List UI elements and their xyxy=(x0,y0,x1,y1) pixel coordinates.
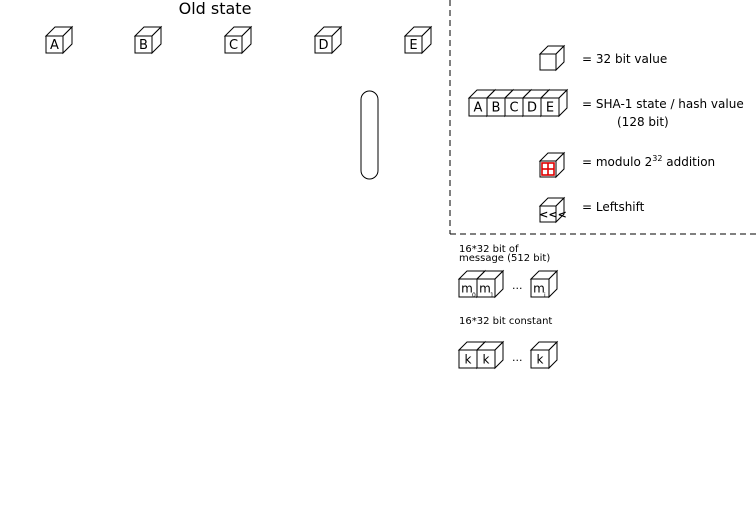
message-box-1-front xyxy=(476,278,496,298)
constant-box-2-front xyxy=(530,349,550,369)
legend-add-label: = modulo 232 addition xyxy=(582,154,715,169)
leftshift-icon: <<< xyxy=(538,196,567,224)
leftshift-cube: <<< xyxy=(538,196,567,224)
legend-state-box-e-front xyxy=(540,97,560,117)
legend-add-label-sup: 32 xyxy=(652,154,662,163)
message-box-0-letter: m xyxy=(461,281,473,295)
constant-ellipsis: ... xyxy=(512,351,523,364)
legend-state-label: = SHA-1 state / hash value xyxy=(582,97,744,111)
state-box-d-front xyxy=(314,35,333,54)
constant-box-2-letter: k xyxy=(537,352,544,366)
legend-shift-label: = Leftshift xyxy=(582,200,645,214)
constant-box-0-letter: k xyxy=(465,352,472,366)
state-box-c-letter: C xyxy=(229,38,238,53)
operation-pill xyxy=(360,90,379,180)
legend-state-box-e-letter: E xyxy=(546,101,554,116)
state-box-a-front xyxy=(45,35,64,54)
constant-label: 16*32 bit constant xyxy=(459,316,552,327)
legend-state-box-c-letter: C xyxy=(509,101,518,116)
message-box-1-letter: m xyxy=(479,281,491,295)
legend-add-label-post: addition xyxy=(662,155,715,169)
constant-box-2: k xyxy=(529,340,559,370)
state-box-a-letter: A xyxy=(50,38,59,53)
constant-box-1-letter: k xyxy=(483,352,490,366)
legend-state-box-b-letter: B xyxy=(492,101,501,116)
message-ellipsis: ... xyxy=(512,279,523,292)
message-box-2-front xyxy=(530,278,550,298)
message-box-1: m1 xyxy=(475,269,505,299)
message-box-sub-0: 0 xyxy=(472,292,476,299)
legend-state-box-e: E xyxy=(539,88,569,118)
old-state-boxes: A B C D E xyxy=(44,25,433,55)
state-box-b: B xyxy=(133,25,163,55)
old-state-title: Old state xyxy=(179,0,252,18)
state-box-a: A xyxy=(44,25,74,55)
constant-box-1: k xyxy=(475,340,505,370)
legend-value-cube xyxy=(538,44,566,72)
legend-state-sublabel: (128 bit) xyxy=(617,115,669,129)
addition-cube xyxy=(538,151,566,179)
state-box-e: E xyxy=(403,25,433,55)
legend-add-label-pre: = modulo 2 xyxy=(582,155,652,169)
legend-cube xyxy=(538,44,566,72)
state-box-b-front xyxy=(134,35,153,54)
state-box-b-letter: B xyxy=(139,38,148,53)
message-box-2-letter: m xyxy=(533,281,545,295)
message-box-2: mi xyxy=(529,269,559,299)
message-label-line2: message (512 bit) xyxy=(459,253,550,264)
legend-value-label: = 32 bit value xyxy=(582,52,667,66)
state-box-e-letter: E xyxy=(409,38,417,53)
legend-state-box-a-letter: A xyxy=(474,101,483,116)
constant-box-1-front xyxy=(476,349,496,369)
message-box-sub-1: 1 xyxy=(490,292,494,299)
state-box-c: C xyxy=(223,25,253,55)
addition-icon xyxy=(538,151,566,179)
legend-state-box-d-letter: D xyxy=(527,101,537,116)
leftshift-glyph: <<< xyxy=(539,208,567,221)
message-box-sub-2: i xyxy=(544,292,546,299)
leftshift-cube-front xyxy=(539,205,557,223)
state-box-d-letter: D xyxy=(318,38,328,53)
state-box-c-front xyxy=(224,35,243,54)
state-box-d: D xyxy=(313,25,343,55)
state-box-e-front xyxy=(404,35,423,54)
legend-cube-front xyxy=(539,53,557,71)
message-label-line1: 16*32 bit of xyxy=(459,244,519,255)
